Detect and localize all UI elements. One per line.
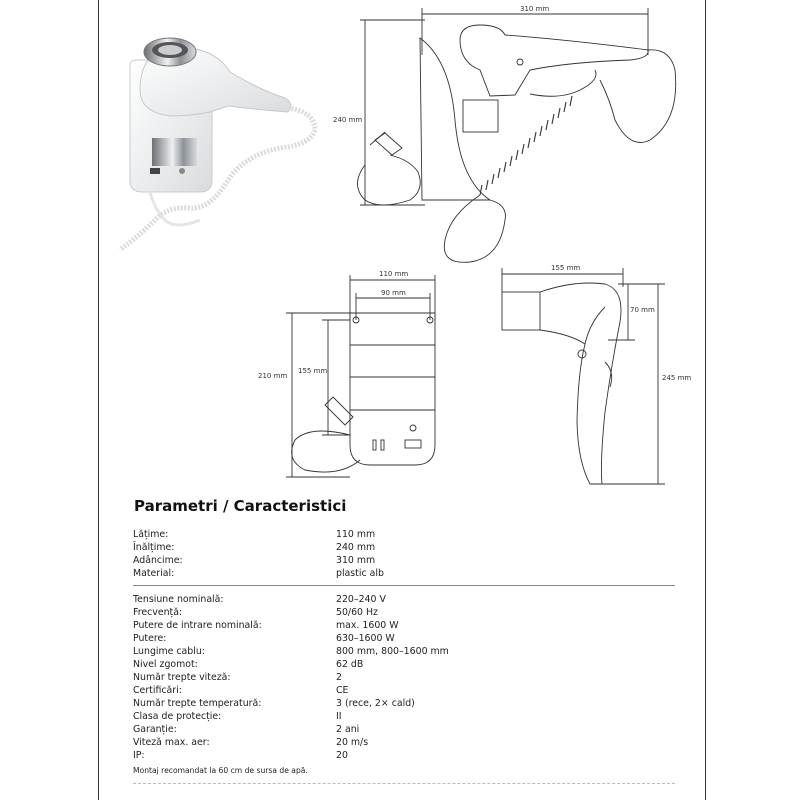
dim-side-width: 310 mm — [520, 5, 549, 13]
spec-row: Garanție: 2 ani — [133, 723, 678, 736]
spec-row: Tensiune nominală: 220–240 V — [133, 593, 678, 606]
page-frame — [98, 0, 706, 800]
spec-row: Frecvență: 50/60 Hz — [133, 606, 678, 619]
spec-row: Nivel zgomot: 62 dB — [133, 658, 678, 671]
spec-row: IP: 20 — [133, 749, 678, 762]
spec-value: 310 mm — [336, 555, 376, 566]
spec-row: Putere: 630–1600 W — [133, 632, 678, 645]
side-view-drawing: 310 mm 240 mm — [333, 5, 677, 263]
spec-label: Putere de intrare nominală: — [133, 620, 262, 631]
divider-dashed — [133, 783, 675, 784]
spec-label: Viteză max. aer: — [133, 737, 210, 748]
spec-label: Clasa de protecție: — [133, 711, 222, 722]
spec-label: Lungime cablu: — [133, 646, 205, 657]
dim-side-height: 240 mm — [333, 116, 362, 124]
spec-row: Lungime cablu: 800 mm, 800–1600 mm — [133, 645, 678, 658]
spec-label: Garanție: — [133, 724, 177, 735]
spec-row: Lățime: 110 mm — [133, 528, 678, 541]
spec-value: 20 m/s — [336, 737, 369, 748]
spec-group-dimensions: Lățime: 110 mm Înălțime: 240 mm Adâncime: 3… — [133, 528, 678, 580]
spec-label: Certificări: — [133, 685, 182, 696]
spec-label: Tensiune nominală: — [133, 594, 224, 605]
spec-value: 220–240 V — [336, 594, 386, 605]
spec-label: Adâncime: — [133, 555, 183, 566]
spec-label: Nivel zgomot: — [133, 659, 198, 670]
spec-value: 800 mm, 800–1600 mm — [336, 646, 449, 657]
spec-value: CE — [336, 685, 349, 696]
mounting-note: Montaj recomandat la 60 cm de sursa de a… — [133, 766, 308, 775]
spec-value: 2 ani — [336, 724, 360, 735]
spec-value: plastic alb — [336, 568, 384, 579]
spec-row: Număr trepte temperatură: 3 (rece, 2× cal… — [133, 697, 678, 710]
spec-row: Înălțime: 240 mm — [133, 541, 678, 554]
front-view-drawing: 110 mm 90 mm 210 mm 155 mm — [258, 270, 436, 478]
section-title: Parametri / Caracteristici — [134, 497, 347, 515]
spec-label: Putere: — [133, 633, 167, 644]
divider — [133, 585, 675, 586]
spec-value: 3 (rece, 2× cald) — [336, 698, 415, 709]
spec-label: Lățime: — [133, 529, 169, 540]
spec-value: 50/60 Hz — [336, 607, 378, 618]
spec-group-technical: Tensiune nominală: 220–240 V Frecvență: 50… — [133, 593, 678, 762]
spec-label: IP: — [133, 750, 145, 761]
product-photo — [118, 37, 318, 252]
dim-dryer-height: 245 mm — [662, 374, 691, 382]
spec-value: 62 dB — [336, 659, 364, 670]
spec-value: 2 — [336, 672, 342, 683]
dim-dryer-length: 155 mm — [551, 264, 580, 272]
spec-value: 630–1600 W — [336, 633, 395, 644]
spec-label: Material: — [133, 568, 175, 579]
spec-row: Material: plastic alb — [133, 567, 678, 580]
spec-value: II — [336, 711, 342, 722]
spec-row: Număr trepte viteză: 2 — [133, 671, 678, 684]
dim-holder-hole-spacing: 90 mm — [381, 289, 406, 297]
spec-value: 110 mm — [336, 529, 376, 540]
dryer-view-drawing: 155 mm 70 mm 245 mm — [501, 264, 691, 485]
dim-holder-height: 210 mm — [258, 372, 287, 380]
spec-row: Certificări: CE — [133, 684, 678, 697]
spec-label: Înălțime: — [133, 542, 175, 553]
spec-value: 240 mm — [336, 542, 376, 553]
spec-row: Putere de intrare nominală: max. 1600 W — [133, 619, 678, 632]
spec-label: Număr trepte temperatură: — [133, 698, 262, 709]
spec-label: Număr trepte viteză: — [133, 672, 231, 683]
spec-row: Clasa de protecție: II — [133, 710, 678, 723]
spec-row: Adâncime: 310 mm — [133, 554, 678, 567]
spec-value: 20 — [336, 750, 348, 761]
spec-label: Frecvență: — [133, 607, 183, 618]
dim-holder-width: 110 mm — [379, 270, 408, 278]
dim-dryer-head: 70 mm — [630, 306, 655, 314]
spec-row: Viteză max. aer: 20 m/s — [133, 736, 678, 749]
dim-holder-inner-height: 155 mm — [298, 367, 327, 375]
spec-value: max. 1600 W — [336, 620, 399, 631]
